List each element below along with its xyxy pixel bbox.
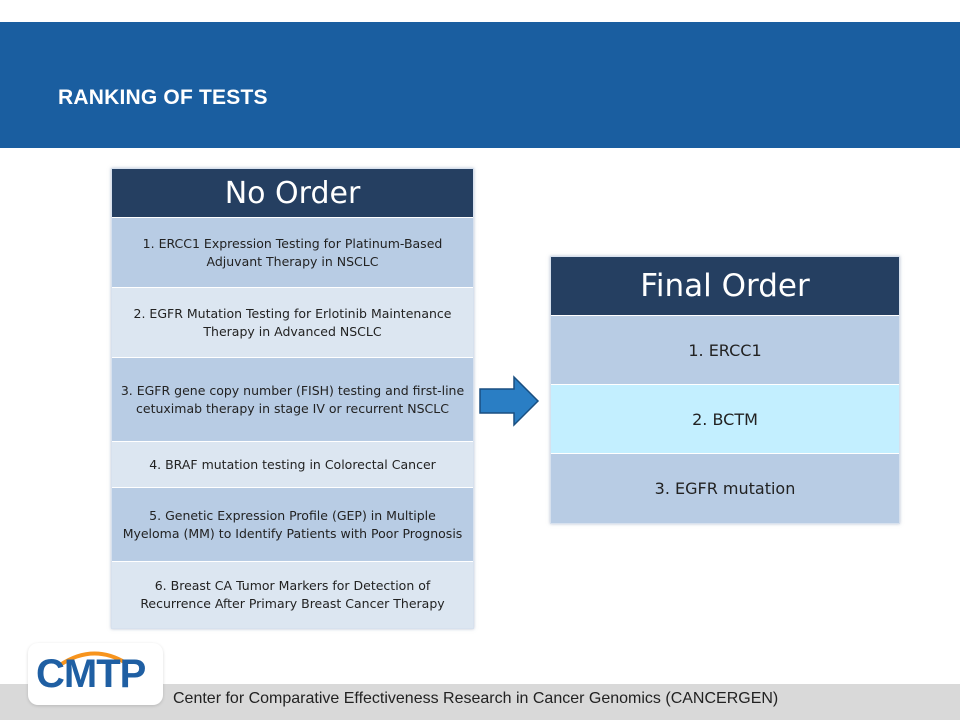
header-banner: RANKING OF TESTS <box>0 22 960 148</box>
no-order-item: 2. EGFR Mutation Testing for Erlotinib M… <box>112 288 473 358</box>
no-order-item: 1. ERCC1 Expression Testing for Platinum… <box>112 218 473 288</box>
no-order-table: No Order 1. ERCC1 Expression Testing for… <box>111 168 474 629</box>
final-order-item: 3. EGFR mutation <box>551 454 899 523</box>
logo-swoosh-icon <box>58 651 128 667</box>
no-order-item: 3. EGFR gene copy number (FISH) testing … <box>112 358 473 442</box>
final-order-item: 1. ERCC1 <box>551 316 899 385</box>
final-order-table: Final Order 1. ERCC1 2. BCTM 3. EGFR mut… <box>550 256 900 524</box>
right-arrow-icon <box>479 375 540 427</box>
no-order-item: 5. Genetic Expression Profile (GEP) in M… <box>112 488 473 562</box>
footer-caption: Center for Comparative Effectiveness Res… <box>173 690 779 707</box>
no-order-title: No Order <box>112 169 473 218</box>
final-order-title: Final Order <box>551 257 899 316</box>
logo-text: CMTP <box>36 652 146 696</box>
no-order-item: 4. BRAF mutation testing in Colorectal C… <box>112 442 473 488</box>
final-order-item: 2. BCTM <box>551 385 899 454</box>
slide-title: RANKING OF TESTS <box>58 86 268 109</box>
no-order-item: 6. Breast CA Tumor Markers for Detection… <box>112 562 473 628</box>
